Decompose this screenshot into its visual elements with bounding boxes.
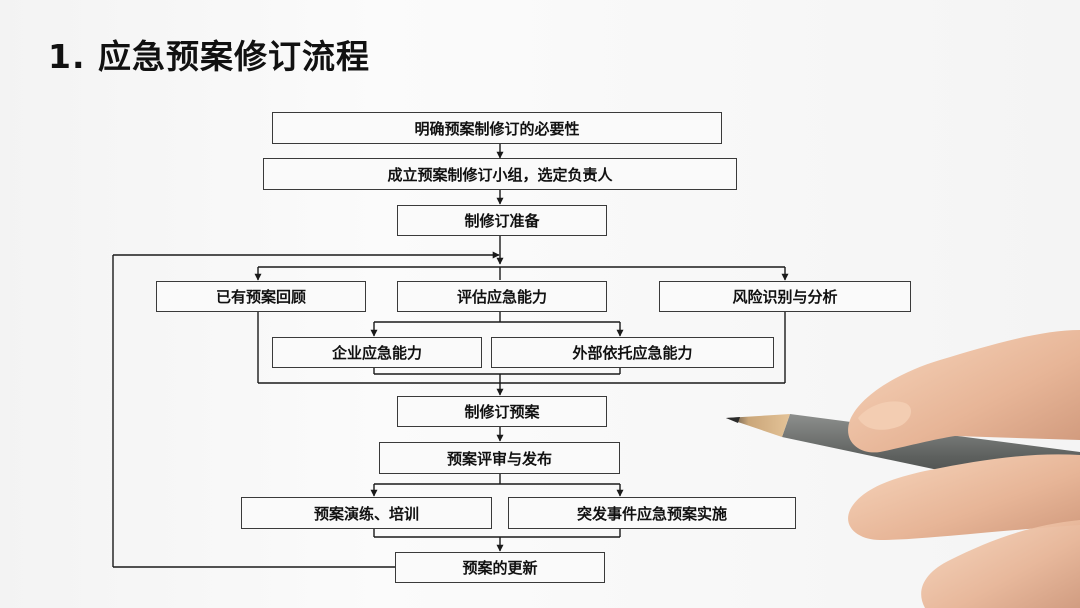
step-form-team: 成立预案制修订小组，选定负责人 bbox=[263, 158, 737, 190]
branch-risk-analysis: 风险识别与分析 bbox=[659, 281, 911, 312]
page-title: 1. 应急预案修订流程 bbox=[48, 37, 370, 76]
sub-external-capability: 外部依托应急能力 bbox=[491, 337, 774, 368]
branch-drill-training: 预案演练、培训 bbox=[241, 497, 492, 529]
step-review-publish: 预案评审与发布 bbox=[379, 442, 620, 474]
step-draft-plan: 制修订预案 bbox=[397, 396, 607, 427]
sub-enterprise-capability: 企业应急能力 bbox=[272, 337, 482, 368]
branch-implementation: 突发事件应急预案实施 bbox=[508, 497, 796, 529]
step-preparation: 制修订准备 bbox=[397, 205, 607, 236]
step-define-necessity: 明确预案制修订的必要性 bbox=[272, 112, 722, 144]
branch-assess-capability: 评估应急能力 bbox=[397, 281, 607, 312]
step-plan-update: 预案的更新 bbox=[395, 552, 605, 583]
branch-review-existing: 已有预案回顾 bbox=[156, 281, 366, 312]
